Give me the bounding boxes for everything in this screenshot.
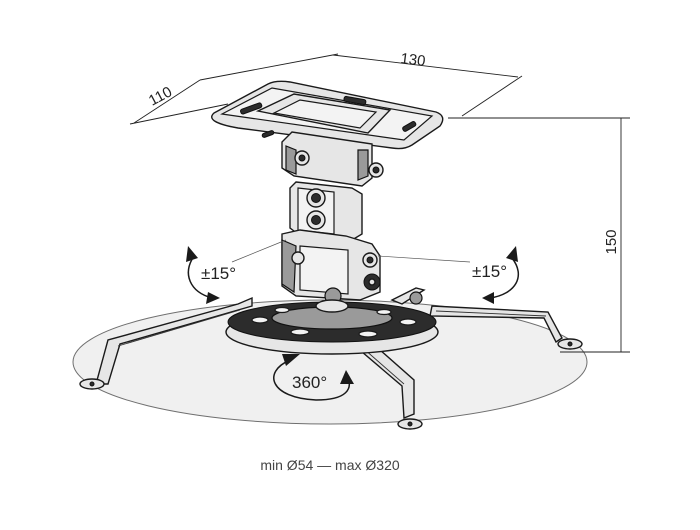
width-dimension: 130 bbox=[199, 50, 523, 117]
back-arm-knob bbox=[409, 291, 423, 305]
height-label: 150 bbox=[603, 229, 620, 254]
disc-slot-6 bbox=[274, 306, 290, 314]
disc-slot-2 bbox=[290, 328, 310, 336]
tilt-left-arrowhead-bottom bbox=[206, 292, 220, 304]
disc-hub bbox=[315, 299, 349, 313]
upper-bracket bbox=[281, 131, 384, 187]
tilt-left-arc bbox=[187, 255, 213, 299]
depth-dimension-line bbox=[133, 79, 201, 124]
extension-arm bbox=[289, 181, 363, 241]
swivel-label: 360° bbox=[292, 373, 327, 392]
width-dimension-line bbox=[332, 54, 519, 78]
tilt-right-label: ±15° bbox=[472, 262, 507, 281]
tilt-pivot-left bbox=[291, 251, 305, 265]
tilt-left-label: ±15° bbox=[201, 264, 236, 283]
swivel-arc bbox=[273, 359, 350, 401]
bracket-bolt-left-center bbox=[298, 154, 306, 162]
diameter-caption: min Ø54 — max Ø320 bbox=[260, 457, 399, 473]
plate-slot-1 bbox=[240, 102, 263, 115]
plate-slot-2 bbox=[343, 95, 367, 106]
width-label: 130 bbox=[400, 50, 427, 70]
arm-knob-top-center bbox=[311, 193, 321, 203]
tilt-right-arrowhead-top bbox=[506, 246, 518, 262]
arm-knob-bottom-center bbox=[311, 215, 321, 225]
swivel-arrowhead-top bbox=[282, 354, 300, 366]
tilt-joint bbox=[281, 229, 381, 305]
plate-slot-4 bbox=[261, 130, 275, 138]
tilt-knob-lower-center bbox=[368, 278, 376, 286]
tilt-right-leader bbox=[377, 255, 471, 263]
width-extension-left bbox=[199, 53, 339, 81]
foot-left-hole bbox=[89, 381, 95, 387]
spider-arm-left bbox=[95, 296, 253, 385]
rotating-disc bbox=[225, 299, 439, 355]
depth-extension-front bbox=[129, 103, 229, 125]
tilt-left-leader bbox=[231, 239, 287, 263]
disc-slot-5 bbox=[376, 308, 392, 316]
ceiling-plate bbox=[211, 80, 444, 150]
upper-bracket-side-left bbox=[285, 145, 297, 175]
disc-slot-1 bbox=[251, 316, 269, 324]
disc-slot-4 bbox=[399, 318, 417, 326]
tilt-right-arrowhead-bottom bbox=[482, 292, 494, 304]
plate-slot-3 bbox=[402, 121, 417, 132]
spider-arm-right-slot bbox=[435, 310, 547, 317]
disc-slot-3 bbox=[358, 330, 378, 338]
upper-bracket-side-right bbox=[357, 149, 369, 181]
bracket-bolt-right-center bbox=[372, 166, 380, 174]
swivel-arrowhead-right bbox=[340, 370, 354, 384]
depth-label: 110 bbox=[146, 83, 175, 109]
tilt-knob-upper-center bbox=[366, 256, 374, 264]
foot-right-hole bbox=[567, 341, 573, 347]
upper-bracket-body bbox=[281, 131, 373, 187]
tilt-left-arrowhead-top bbox=[186, 246, 198, 262]
tilt-right-indicator: ±15° bbox=[472, 246, 520, 304]
foot-front-hole bbox=[407, 421, 413, 427]
height-dimension: 150 bbox=[448, 117, 630, 353]
tilt-joint-front bbox=[299, 245, 349, 295]
spider-arm-left-slot bbox=[117, 309, 241, 347]
tilt-left-indicator: ±15° bbox=[186, 246, 236, 304]
spider-arms bbox=[79, 287, 583, 430]
swivel-indicator: 360° bbox=[273, 354, 354, 401]
ceiling-plate-recess-inner bbox=[272, 99, 378, 129]
tilt-joint-side-left bbox=[281, 239, 297, 294]
width-extension-right bbox=[461, 75, 523, 117]
tilt-right-arc bbox=[489, 257, 520, 299]
